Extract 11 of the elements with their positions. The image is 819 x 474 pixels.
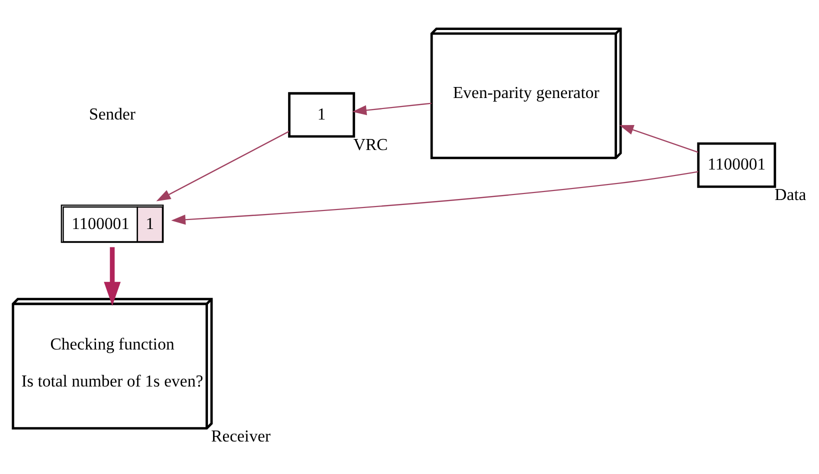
arrow: [352, 102, 432, 115]
node-box: 1: [288, 92, 356, 138]
node-label: VRC: [353, 134, 388, 154]
node-label: Receiver: [211, 426, 271, 446]
arrow: [156, 130, 290, 201]
arrow: [619, 124, 698, 152]
label: Sender: [89, 104, 136, 123]
arrow: [104, 246, 121, 306]
node-label: Data: [774, 184, 806, 204]
arrow: [171, 170, 698, 224]
node-box: 1100001: [697, 142, 776, 188]
